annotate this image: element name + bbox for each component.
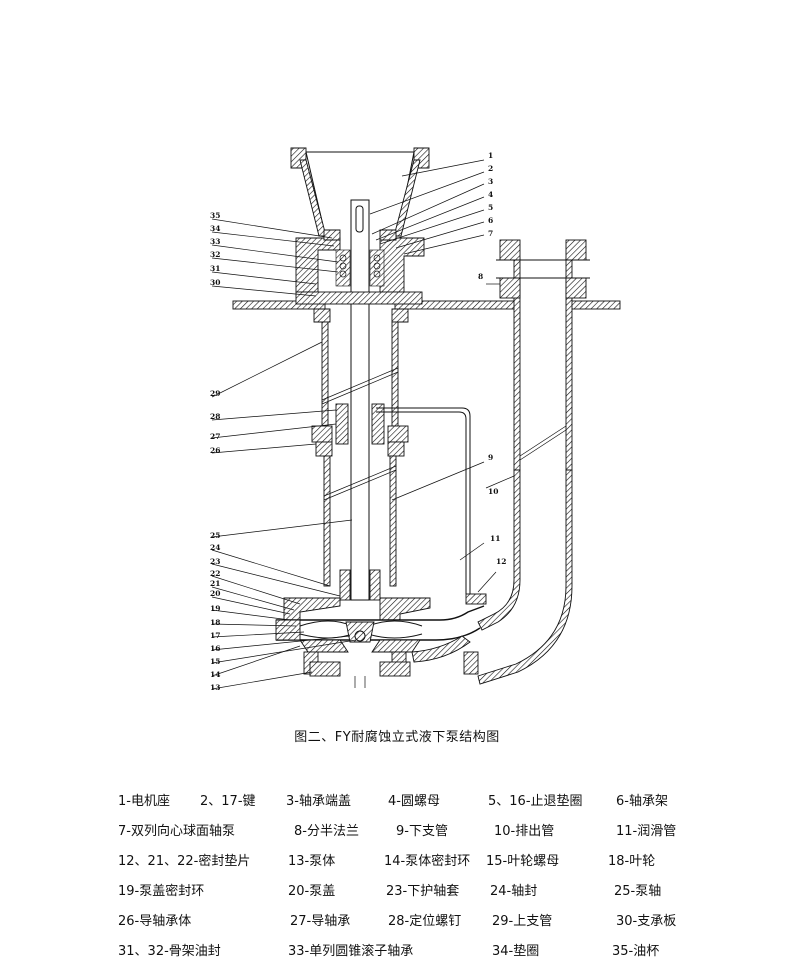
callout-25: 25: [210, 531, 220, 540]
legend-item: 10-排出管: [494, 824, 555, 839]
callout-21: 21: [210, 579, 220, 588]
legend-item: 31、32-骨架油封: [118, 944, 221, 959]
legend-item: 8-分半法兰: [294, 824, 359, 839]
callout-13: 13: [210, 683, 220, 692]
legend-item: 4-圆螺母: [388, 794, 440, 809]
callout-17: 17: [210, 631, 220, 640]
legend-item: 26-导轴承体: [118, 914, 192, 929]
pump-shaft: [350, 199, 370, 601]
legend-item: 30-支承板: [616, 914, 677, 929]
legend-row: 26-导轴承体 27-导轴承 28-定位螺钉 29-上支管 30-支承板: [0, 910, 794, 930]
legend-row: 7-双列向心球面轴泵 8-分半法兰 9-下支管 10-排出管 11-润滑管: [0, 820, 794, 840]
callout-35: 35: [210, 211, 220, 220]
legend-item: 5、16-止退垫圈: [488, 794, 583, 809]
leader-lines-right: [369, 159, 515, 593]
legend-item: 13-泵体: [288, 854, 336, 869]
legend-row: 1-电机座 2、17-键 3-轴承端盖 4-圆螺母 5、16-止退垫圈 6-轴承…: [0, 790, 794, 810]
callout-labels: 1 2 3 4 5 6 7 8 9 10 11 12 13 14 15 16 1…: [210, 151, 506, 692]
callout-18: 18: [210, 618, 220, 627]
callout-31: 31: [210, 264, 220, 273]
callout-14: 14: [210, 670, 220, 679]
callout-22: 22: [210, 569, 220, 578]
callout-11: 11: [490, 534, 500, 543]
leader-lines-left: [211, 218, 357, 690]
callout-28: 28: [210, 412, 220, 421]
callout-24: 24: [210, 543, 220, 552]
legend-item: 2、17-键: [200, 794, 256, 809]
legend-item: 23-下护轴套: [386, 884, 460, 899]
legend-item: 7-双列向心球面轴泵: [118, 824, 235, 839]
bearing-housing: [295, 229, 425, 293]
motor-seat: [290, 147, 430, 237]
callout-32: 32: [210, 250, 220, 259]
callout-15: 15: [210, 657, 220, 666]
callout-2: 2: [488, 164, 493, 173]
callout-27: 27: [210, 432, 220, 441]
legend-item: 3-轴承端盖: [286, 794, 351, 809]
legend-item: 11-润滑管: [616, 824, 677, 839]
lower-shaft-sleeve: [339, 569, 381, 601]
guide-bearing: [311, 403, 409, 457]
legend-item: 27-导轴承: [290, 914, 351, 929]
legend-item: 35-油杯: [612, 944, 660, 959]
callout-16: 16: [210, 644, 220, 653]
callout-19: 19: [210, 604, 220, 613]
callout-7: 7: [488, 229, 493, 238]
suction-flange: [309, 651, 479, 688]
callout-30: 30: [210, 278, 220, 287]
legend-item: 12、21、22-密封垫片: [118, 854, 251, 869]
legend-item: 15-叶轮螺母: [486, 854, 560, 869]
callout-29: 29: [210, 389, 220, 398]
legend-item: 6-轴承架: [616, 794, 668, 809]
legend-item: 9-下支管: [396, 824, 448, 839]
legend-item: 24-轴封: [490, 884, 538, 899]
legend-item: 18-叶轮: [608, 854, 656, 869]
legend-item: 28-定位螺钉: [388, 914, 462, 929]
callout-4: 4: [488, 190, 493, 199]
callout-6: 6: [488, 216, 493, 225]
callout-33: 33: [210, 237, 220, 246]
legend-item: 1-电机座: [118, 794, 170, 809]
callout-23: 23: [210, 557, 220, 566]
legend-item: 19-泵盖密封环: [118, 884, 205, 899]
legend-item: 34-垫圈: [492, 944, 540, 959]
legend-item: 14-泵体密封环: [384, 854, 471, 869]
callout-20: 20: [210, 589, 220, 598]
legend-row: 12、21、22-密封垫片 13-泵体 14-泵体密封环 15-叶轮螺母 18-…: [0, 850, 794, 870]
legend-item: 29-上支管: [492, 914, 553, 929]
impeller: [299, 620, 423, 643]
lower-support-pipe: [323, 455, 397, 587]
callout-1: 1: [488, 151, 493, 160]
legend-item: 33-单列圆锥滚子轴承: [288, 944, 414, 959]
legend-item: 25-泵轴: [614, 884, 662, 899]
callout-10: 10: [488, 487, 498, 496]
legend-item: 20-泵盖: [288, 884, 336, 899]
pump-structure-drawing: 1 2 3 4 5 6 7 8 9 10 11 12 13 14 15 16 1…: [210, 147, 621, 692]
callout-8: 8: [478, 272, 483, 281]
callout-3: 3: [488, 177, 493, 186]
callout-12: 12: [496, 557, 506, 566]
figure-caption: 图二、FY耐腐蚀立式液下泵结构图: [294, 730, 500, 745]
callout-9: 9: [488, 453, 493, 462]
callout-34: 34: [210, 224, 220, 233]
callout-26: 26: [210, 446, 220, 455]
legend-row: 31、32-骨架油封 33-单列圆锥滚子轴承 34-垫圈 35-油杯: [0, 940, 794, 960]
support-plate: [232, 291, 621, 323]
discharge-pipe: [465, 239, 590, 685]
callout-5: 5: [488, 203, 493, 212]
lubrication-pipe: [376, 407, 471, 594]
legend-row: 19-泵盖密封环 20-泵盖 23-下护轴套 24-轴封 25-泵轴: [0, 880, 794, 900]
